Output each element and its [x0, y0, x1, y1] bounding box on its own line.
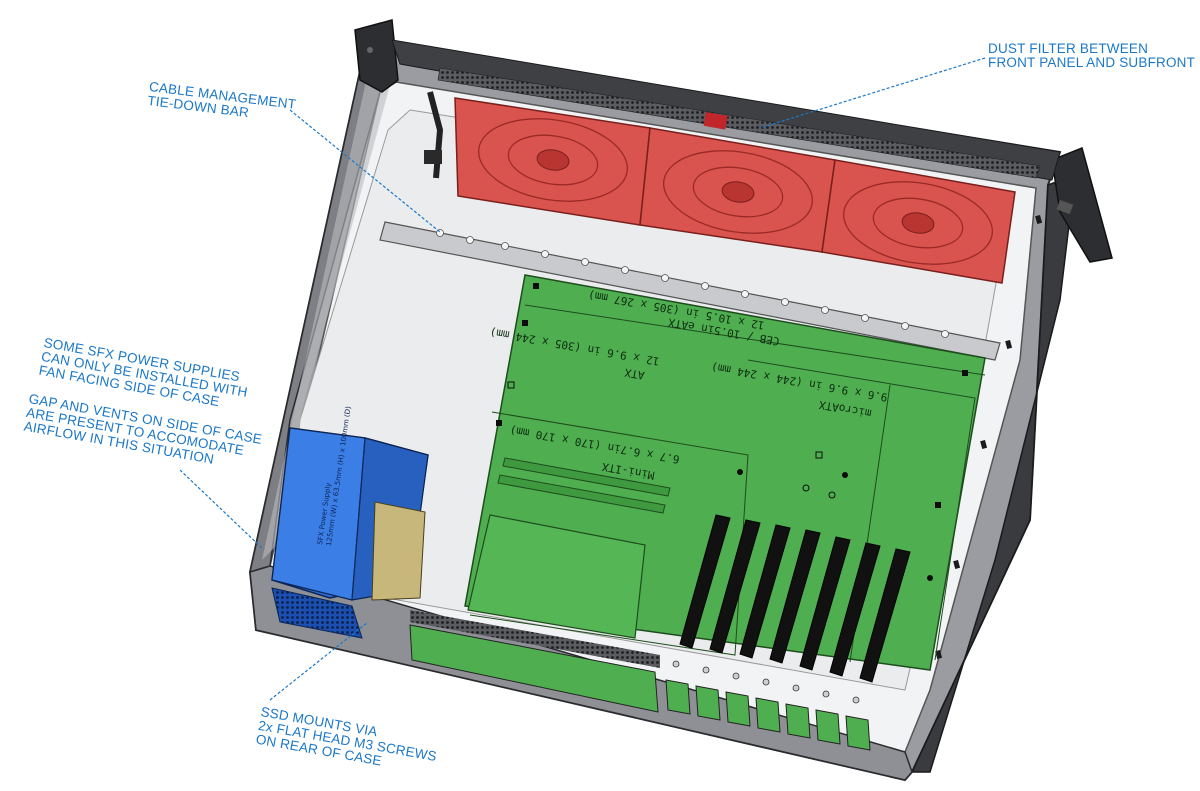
- leader-dust-filter: [759, 57, 986, 129]
- dust-filter-mesh: [437, 67, 1041, 179]
- cable-tie-down-bar: [379, 221, 1001, 361]
- fan-array: [454, 97, 1016, 284]
- leader-lines: [179, 57, 986, 701]
- dimm-slot-1: [502, 457, 671, 497]
- filter-latch: [703, 111, 728, 130]
- rear-slot-covers: [665, 679, 871, 751]
- label-atx-name: ATX: [623, 366, 645, 382]
- leader-gap-vents: [179, 469, 263, 549]
- dimm-slot-2: [497, 474, 666, 514]
- eatx-outline: [524, 304, 986, 376]
- pcie-slots: [679, 514, 911, 683]
- chipset-block: [467, 514, 646, 639]
- rack-ear-left: [354, 19, 399, 93]
- callout-dust-filter: DUST FILTER BETWEEN FRONT PANEL AND SUBF…: [988, 41, 1196, 70]
- leader-cable-bar: [289, 109, 441, 233]
- rear-io-opening: [409, 624, 659, 713]
- psu-rear-vent: [271, 587, 363, 639]
- rack-ear-right: [1051, 146, 1113, 263]
- leader-ssd: [269, 621, 369, 701]
- microatx-outline: [747, 359, 976, 661]
